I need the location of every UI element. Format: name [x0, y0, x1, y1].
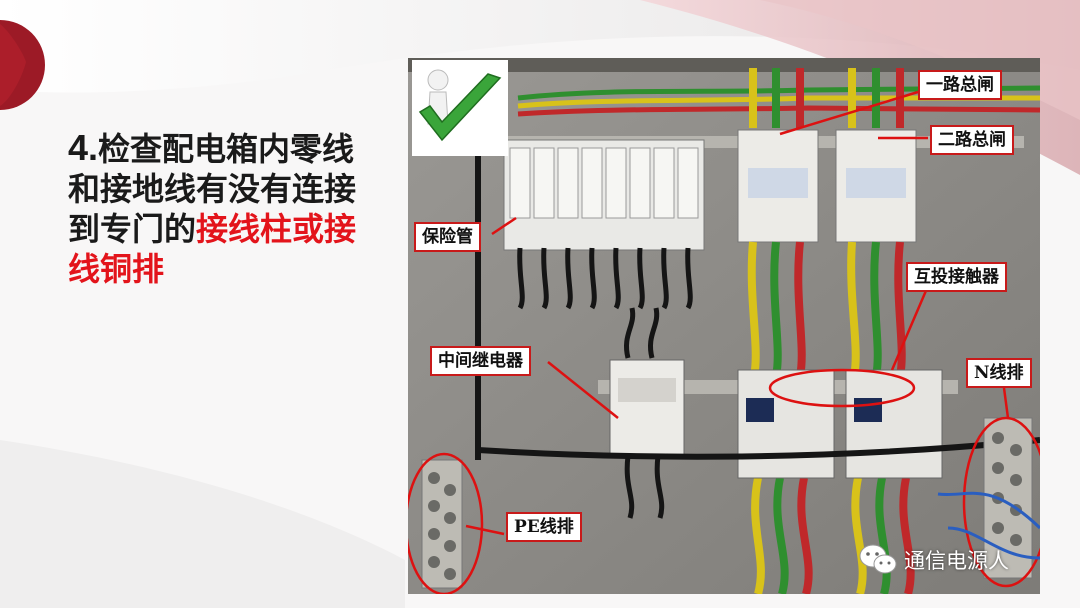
callout-main-switch-2: 二路总闸: [930, 125, 1014, 155]
n-busbar: [937, 416, 1040, 588]
vertical-wires: [747, 68, 915, 594]
watermark: 通信电源人: [858, 540, 1058, 580]
fuse-wires: [517, 247, 693, 310]
slide-heading: 4.检查配电箱内零线和接地线有没有连接到专门的接线柱或接线铜排: [68, 128, 368, 289]
watermark-text: 通信电源人: [904, 549, 1009, 573]
heading-text: 检查配电箱内零线和接地线有没有连接到专门的: [68, 130, 357, 248]
callout-interlock-contactor: 互投接触器: [906, 262, 1007, 292]
callout-fuse: 保险管: [414, 222, 481, 252]
main-breakers: [737, 129, 917, 243]
top-wires: [517, 85, 1040, 117]
callout-main-switch-1: 一路总闸: [918, 70, 1002, 100]
callout-n-busbar: N线排: [966, 358, 1032, 388]
contactor-highlight-ring: [768, 368, 916, 408]
heading-number: 4.: [68, 127, 99, 168]
top-right-light-swoosh: [760, 0, 1080, 120]
pe-busbar: [408, 452, 484, 594]
fuse-block: [503, 139, 705, 251]
wechat-icon: [859, 544, 897, 574]
checkmark-thumbs-up-icon: [412, 60, 508, 156]
heading-highlight: 接线柱或接线铜排: [68, 210, 357, 288]
contactors: [737, 369, 943, 479]
callout-pe-busbar: PE线排: [506, 512, 582, 542]
relay: [609, 307, 685, 519]
callout-leaders: [465, 90, 1010, 536]
callout-intermediate-relay: 中间继电器: [430, 346, 531, 376]
